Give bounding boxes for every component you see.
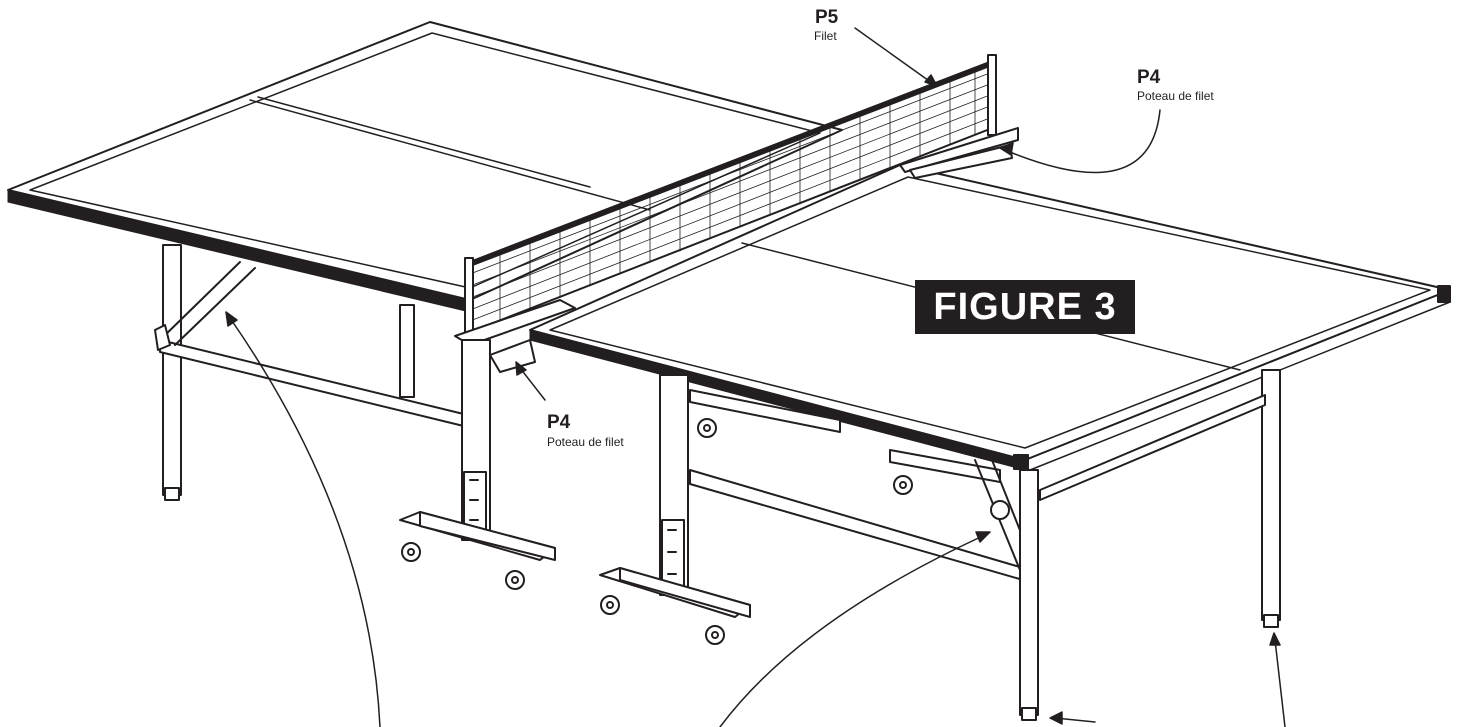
post-left-name-label: Poteau de filet	[547, 435, 624, 449]
net-code-label: P5	[815, 7, 839, 28]
center-stand-left	[399, 339, 556, 590]
post-right-name-label: Poteau de filet	[1137, 89, 1214, 103]
right-frame	[689, 369, 1281, 721]
post-left-code-label: P4	[547, 412, 571, 433]
left-frame	[154, 244, 481, 501]
net-name-label: Filet	[814, 29, 837, 43]
net-post-clamps	[454, 127, 1019, 373]
figure-title-badge: FIGURE 3	[915, 280, 1135, 334]
post-right-code-label: P4	[1137, 67, 1161, 88]
leader-lines	[225, 27, 1286, 727]
center-stand-right	[599, 374, 751, 645]
net	[464, 54, 997, 339]
